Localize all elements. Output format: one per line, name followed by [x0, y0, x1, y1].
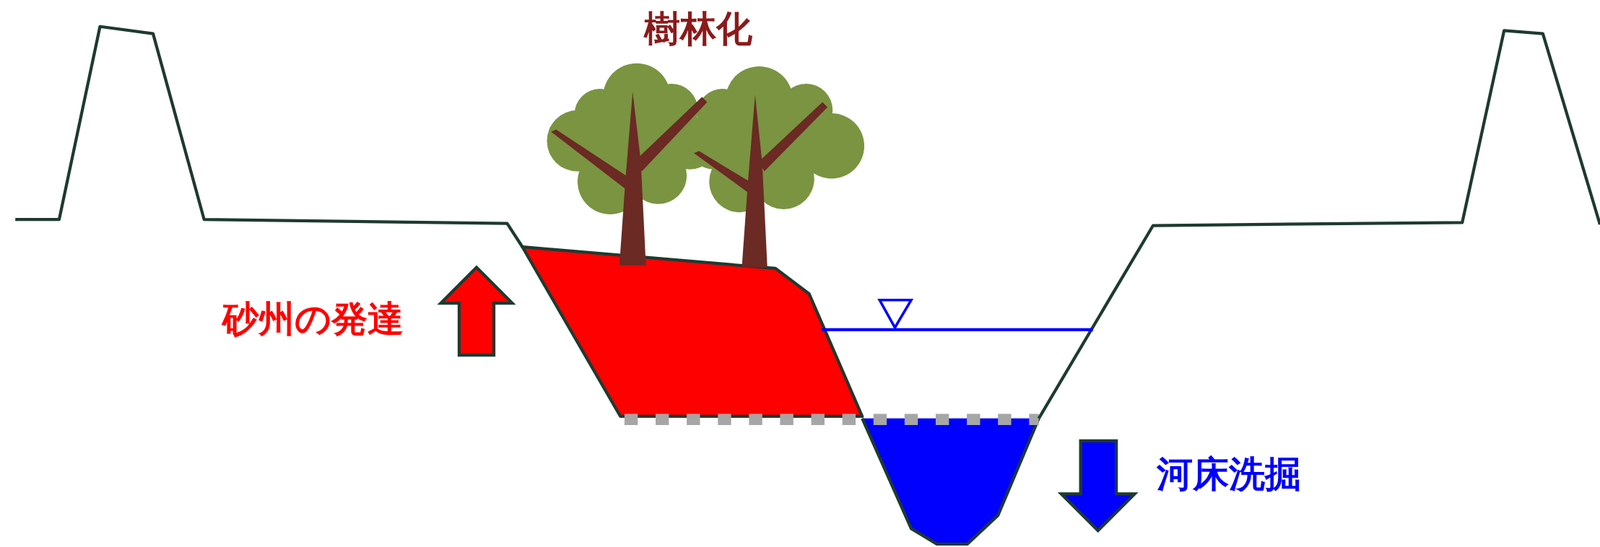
tree-trunk — [550, 91, 707, 265]
water-surface — [821, 328, 1094, 332]
original-bed-line — [624, 413, 1039, 426]
tree-trunk — [693, 95, 828, 268]
fall-arrow — [1061, 441, 1136, 531]
vegetation-label: 樹林化 — [644, 9, 753, 50]
sandbar — [522, 246, 863, 417]
rise-arrow — [441, 267, 513, 356]
scour-label: 河床洗掘 — [1156, 454, 1302, 495]
scour-area — [862, 418, 1039, 545]
tree — [688, 66, 865, 213]
scour-outline — [862, 418, 1039, 545]
sandbar-label: 砂州の発達 — [222, 299, 404, 340]
left-levee — [15, 26, 523, 247]
right-levee — [1038, 30, 1600, 419]
water-level-symbol — [879, 300, 912, 328]
